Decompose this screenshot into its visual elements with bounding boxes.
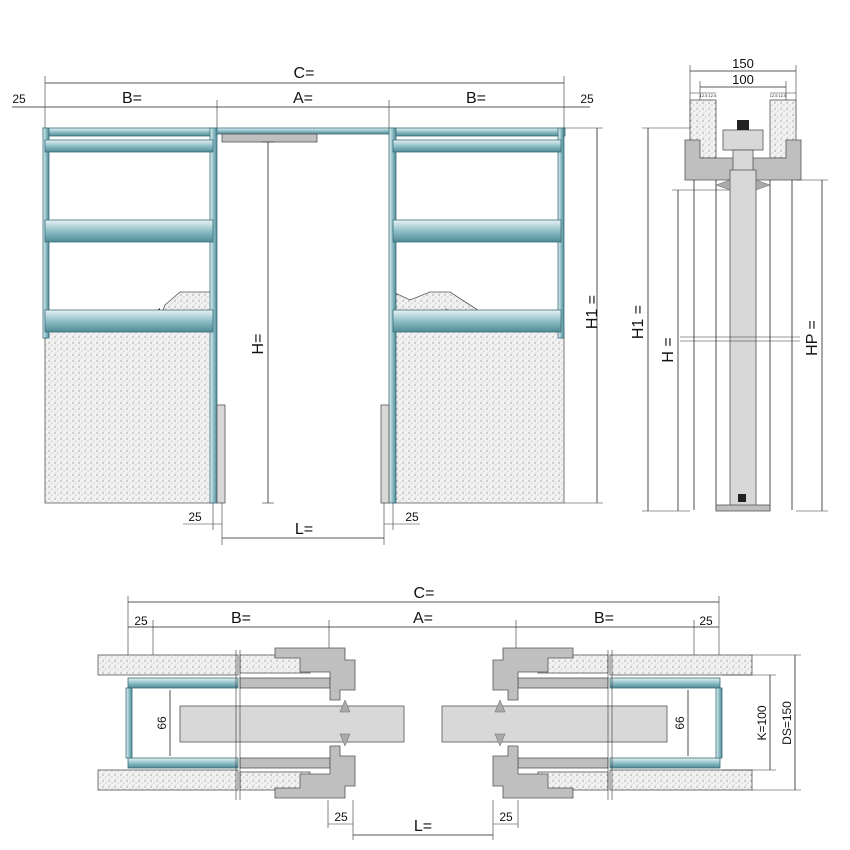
plan-cavity-left-label: 66 [155,716,169,730]
plan-opening-label: A= [413,610,433,627]
plan-edge-left-label: 25 [134,614,148,628]
plan-jamb-left-label: 25 [334,810,348,824]
side-tiny-right-label: 12.5 12.5 [770,93,787,98]
plan-passage-label: L= [414,818,432,835]
front-frame-height-label: H1 = [584,295,601,329]
front-edge-right-label: 25 [580,92,594,106]
front-jamb-left-label: 25 [188,510,202,524]
plan-wall-thickness-label: DS=150 [780,701,794,745]
front-width-total-label: C= [294,65,315,82]
plan-jamb-right-label: 25 [499,810,513,824]
front-edge-left-label: 25 [12,92,26,106]
front-frame-right-label: B= [466,90,486,107]
front-jamb-right-label: 25 [405,510,419,524]
side-outer-width-label: 150 [732,56,754,71]
side-frame-height-label: H1 = [630,305,647,339]
side-door-height-label: H = [660,337,677,362]
plan-frame-left-label: B= [231,610,251,627]
front-frame-left-label: B= [122,90,142,107]
plan-edge-right-label: 25 [699,614,713,628]
plan-width-total-label: C= [414,585,435,602]
plan-view [97,596,801,840]
side-tiny-left-label: 12.5 12.5 [700,93,717,98]
front-view [12,76,603,545]
plan-frame-right-label: B= [594,610,614,627]
front-door-height-label: H= [250,334,267,355]
side-view [642,65,828,512]
side-panel-height-label: HP = [804,320,821,356]
front-passage-label: L= [295,521,313,538]
front-opening-label: A= [293,90,313,107]
plan-cavity-right-label: 66 [673,716,687,730]
side-inner-width-label: 100 [732,72,754,87]
plan-inner-thickness-label: K=100 [755,705,769,740]
